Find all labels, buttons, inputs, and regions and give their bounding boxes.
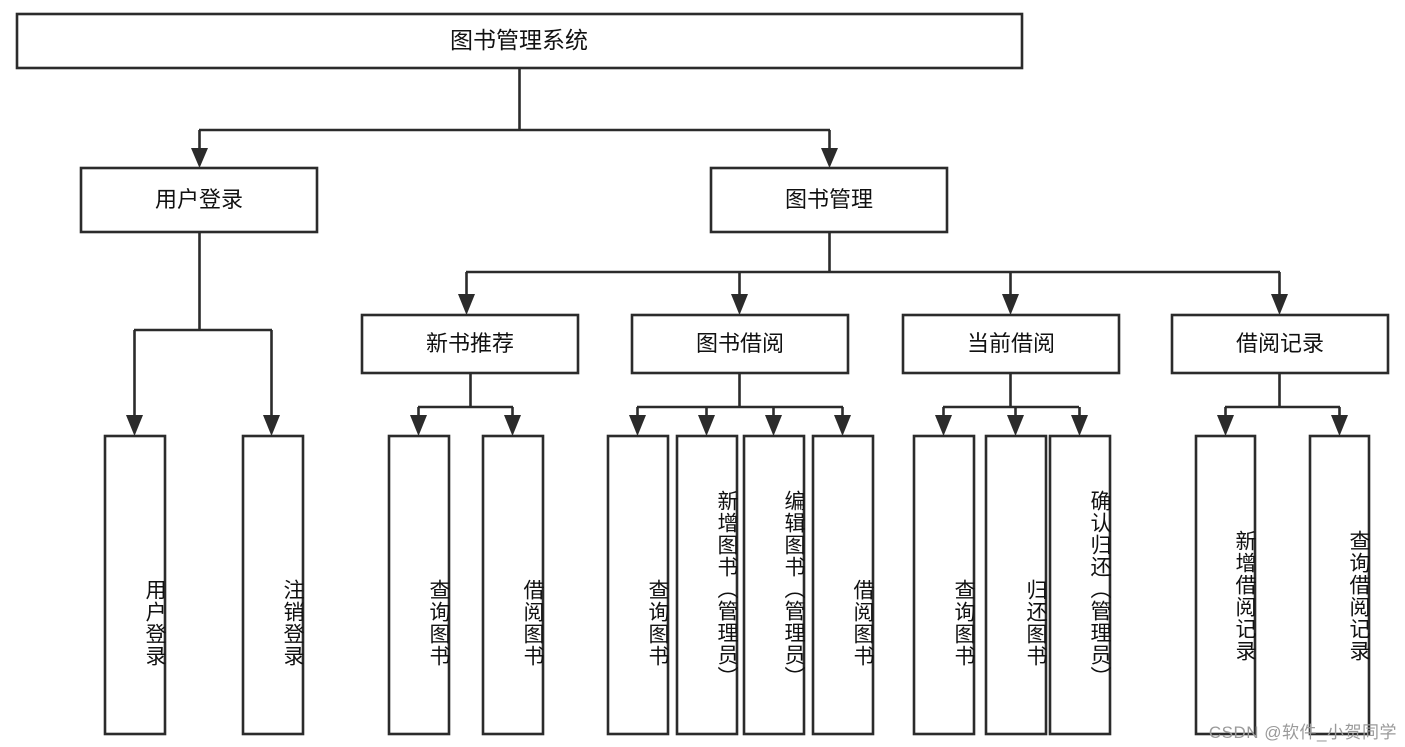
leaf-confirm-return-box[interactable] [1048, 434, 1112, 736]
node-user-login-label: 用户登录 [155, 187, 243, 212]
node-new-book-recommend-label: 新书推荐 [426, 331, 514, 356]
node-book-borrow[interactable]: 图书借阅 [630, 313, 850, 375]
connector-book-management-to-level3 [458, 232, 1288, 315]
leaf-borrow-book-1-box[interactable] [481, 434, 545, 736]
node-borrow-record-label: 借阅记录 [1236, 331, 1324, 356]
connector-borrow-record-to-leaves [1217, 373, 1348, 436]
leaf-query-book-1-box[interactable] [387, 434, 451, 736]
leaf-add-book-box[interactable] [675, 434, 739, 736]
leaf-user-logout-box[interactable] [241, 434, 305, 736]
leaf-query-record-box[interactable] [1308, 434, 1371, 736]
leaf-add-record-box[interactable] [1194, 434, 1257, 736]
node-book-borrow-label: 图书借阅 [696, 331, 784, 356]
node-user-login-box[interactable] [79, 166, 319, 234]
connector-user-login-to-leaves [126, 232, 280, 436]
leaf-borrow-book-2-box[interactable] [811, 434, 875, 736]
connector-current-borrow-to-leaves [935, 373, 1088, 436]
node-user-login[interactable]: 用户登录 [79, 166, 319, 234]
leaf-return-book-box[interactable] [984, 434, 1048, 736]
node-current-borrow-label: 当前借阅 [967, 331, 1055, 356]
node-new-book-recommend[interactable]: 新书推荐 [360, 313, 580, 375]
leaf-edit-book-box[interactable] [742, 434, 806, 736]
node-current-borrow-box[interactable] [901, 313, 1121, 375]
node-book-management[interactable]: 图书管理 [709, 166, 949, 234]
node-current-borrow[interactable]: 当前借阅 [901, 313, 1121, 375]
csdn-watermark: CSDN @软件_小贺同学 [1208, 723, 1397, 742]
node-root[interactable]: 图书管理系统 [15, 12, 1024, 70]
connector-book-borrow-to-leaves [629, 373, 851, 436]
node-root-box[interactable] [15, 12, 1024, 70]
leaf-query-book-3-box[interactable] [912, 434, 976, 736]
leaf-user-login-box[interactable] [103, 434, 167, 736]
node-borrow-record[interactable]: 借阅记录 [1170, 313, 1390, 375]
node-new-book-recommend-box[interactable] [360, 313, 580, 375]
leaf-query-book-2-box[interactable] [606, 434, 670, 736]
connector-root-to-level2 [191, 68, 838, 168]
node-root-label: 图书管理系统 [450, 27, 588, 53]
node-book-management-label: 图书管理 [785, 187, 873, 212]
connector-new-book-recommend-to-leaves [410, 373, 521, 436]
